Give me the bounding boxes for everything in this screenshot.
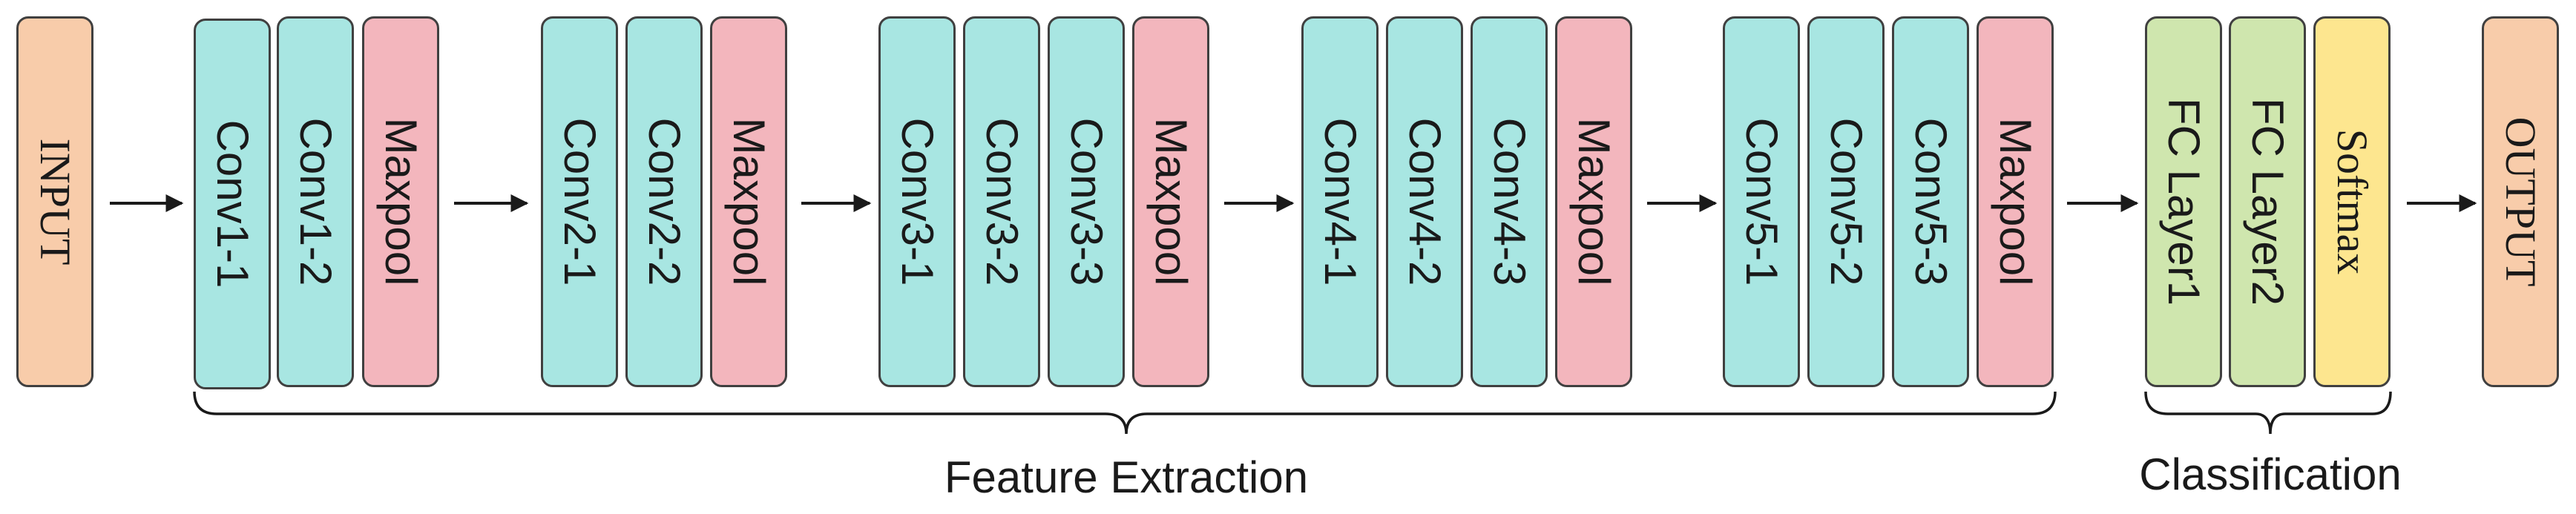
classification-label: Classification — [2139, 449, 2402, 499]
maxpool-layer: Maxpool — [1555, 16, 1632, 387]
conv-layer: Conv4-1 — [1301, 16, 1379, 387]
conv-layer: Conv2-1 — [541, 16, 618, 387]
softmax-layer: Softmax — [2313, 16, 2391, 387]
conv-layer: Conv2-2 — [625, 16, 703, 387]
conv-layer: Conv3-2 — [963, 16, 1040, 387]
maxpool-layer: Maxpool — [710, 16, 787, 387]
conv-layer: Conv5-3 — [1892, 16, 1969, 387]
conv-layer: Conv4-3 — [1471, 16, 1548, 387]
conv-layer: Conv4-2 — [1386, 16, 1463, 387]
conv-layer: Conv5-1 — [1723, 16, 1800, 387]
conv-layer: Conv3-1 — [878, 16, 956, 387]
maxpool-layer: Maxpool — [1132, 16, 1209, 387]
conv-layer: Conv3-3 — [1048, 16, 1125, 387]
conv-layer: Conv1-1 — [194, 19, 271, 389]
maxpool-layer: Maxpool — [1977, 16, 2054, 387]
maxpool-layer: Maxpool — [362, 16, 439, 387]
input-box: INPUT — [16, 16, 93, 387]
fc-layer: FC Layer1 — [2145, 16, 2222, 387]
conv-layer: Conv5-2 — [1807, 16, 1885, 387]
conv-layer: Conv1-2 — [277, 16, 354, 387]
output-box: OUTPUT — [2482, 16, 2559, 387]
feature-extraction-label: Feature Extraction — [944, 452, 1309, 502]
fc-layer: FC Layer2 — [2229, 16, 2306, 387]
feature-extraction-brace — [193, 391, 2057, 435]
classification-brace — [2144, 391, 2392, 435]
